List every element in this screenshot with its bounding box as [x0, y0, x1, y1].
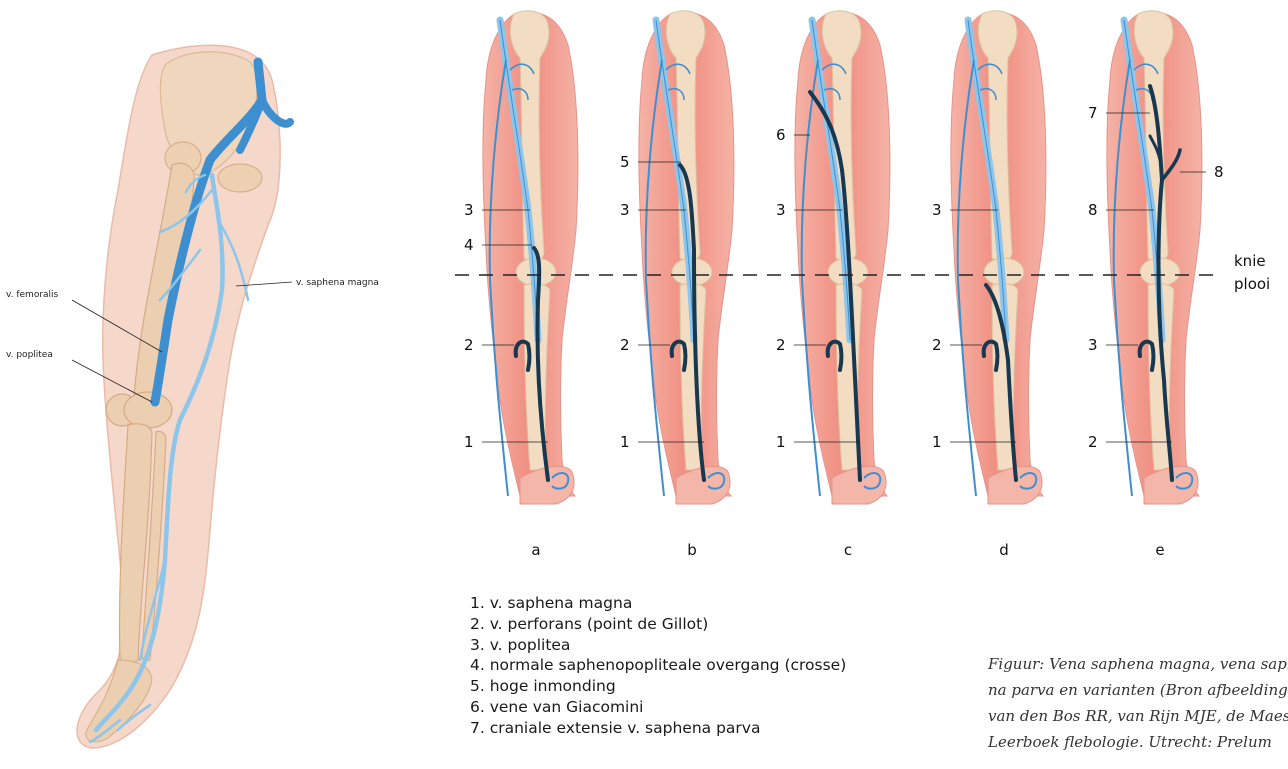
- label-number: 8: [1088, 201, 1098, 219]
- label-number: 2: [932, 336, 942, 354]
- figure-caption: Figuur: Vena saphena magna, vena saphe- …: [988, 651, 1288, 755]
- legend-item: 4. normale saphenopopliteale overgang (c…: [470, 655, 950, 676]
- leg-panel-b: 5 3 2 1 b: [620, 11, 734, 559]
- label-poplitea: v. poplitea: [6, 350, 53, 360]
- caption-line: van den Bos RR, van Rijn MJE, de Maesene…: [988, 703, 1288, 729]
- label-number: 3: [932, 201, 942, 219]
- label-saphena-magna: v. saphena magna: [296, 278, 379, 288]
- label-number: 1: [464, 433, 474, 451]
- legend-item: 3. v. poplitea: [470, 635, 950, 656]
- legend-item: 1. v. saphena magna: [470, 593, 950, 614]
- knee-label-line2: plooi: [1234, 275, 1270, 293]
- pubic-bone: [218, 164, 262, 192]
- label-number: 2: [464, 336, 474, 354]
- leg-panel-d: 3 2 1 d: [932, 11, 1046, 559]
- legend-item: 2. v. perforans (point de Gillot): [470, 614, 950, 635]
- label-number: 3: [776, 201, 786, 219]
- variant-panels: 3 4 2 1 a 5 3 2 1 b 6 3 2 1 c 3 2 1 d 7 8 3 2 e 8: [464, 11, 1224, 559]
- full-leg-figure: v. femoralis v. poplitea v. saphena magn…: [6, 45, 379, 748]
- label-number: 1: [620, 433, 630, 451]
- caption-line: Leerboek flebologie. Utrecht: Prelum: [988, 729, 1288, 755]
- knee-joint: [124, 392, 172, 428]
- label-number: 8: [1214, 163, 1224, 181]
- label-number: 3: [620, 201, 630, 219]
- leg-panel-c: 6 3 2 1 c: [776, 11, 890, 559]
- panel-letter: d: [999, 541, 1009, 559]
- legend-item: 7. craniale extensie v. saphena parva: [470, 718, 950, 739]
- label-number: 7: [1088, 104, 1098, 122]
- label-number: 1: [776, 433, 786, 451]
- label-femoralis: v. femoralis: [6, 290, 59, 300]
- label-number: 2: [776, 336, 786, 354]
- label-number: 6: [776, 126, 786, 144]
- legend: 1. v. saphena magna 2. v. perforans (poi…: [470, 593, 950, 739]
- panel-letter: c: [844, 541, 852, 559]
- label-number: 5: [620, 153, 630, 171]
- panel-letter: a: [531, 541, 540, 559]
- label-number: 4: [464, 236, 474, 254]
- leg-panel-e: 7 8 3 2 e 8: [1088, 11, 1224, 559]
- legend-item: 5. hoge inmonding: [470, 676, 950, 697]
- panel-letter: b: [687, 541, 697, 559]
- panel-letter: e: [1155, 541, 1164, 559]
- caption-line: na parva en varianten (Bron afbeelding:: [988, 677, 1288, 703]
- label-number: 2: [1088, 433, 1098, 451]
- label-number: 2: [620, 336, 630, 354]
- caption-line: Figuur: Vena saphena magna, vena saphe-: [988, 651, 1288, 677]
- leg-panel-a: 3 4 2 1 a: [464, 11, 578, 559]
- label-number: 1: [932, 433, 942, 451]
- label-number: 3: [464, 201, 474, 219]
- legend-item: 6. vene van Giacomini: [470, 697, 950, 718]
- knee-label-line1: knie: [1234, 252, 1266, 270]
- label-number: 3: [1088, 336, 1098, 354]
